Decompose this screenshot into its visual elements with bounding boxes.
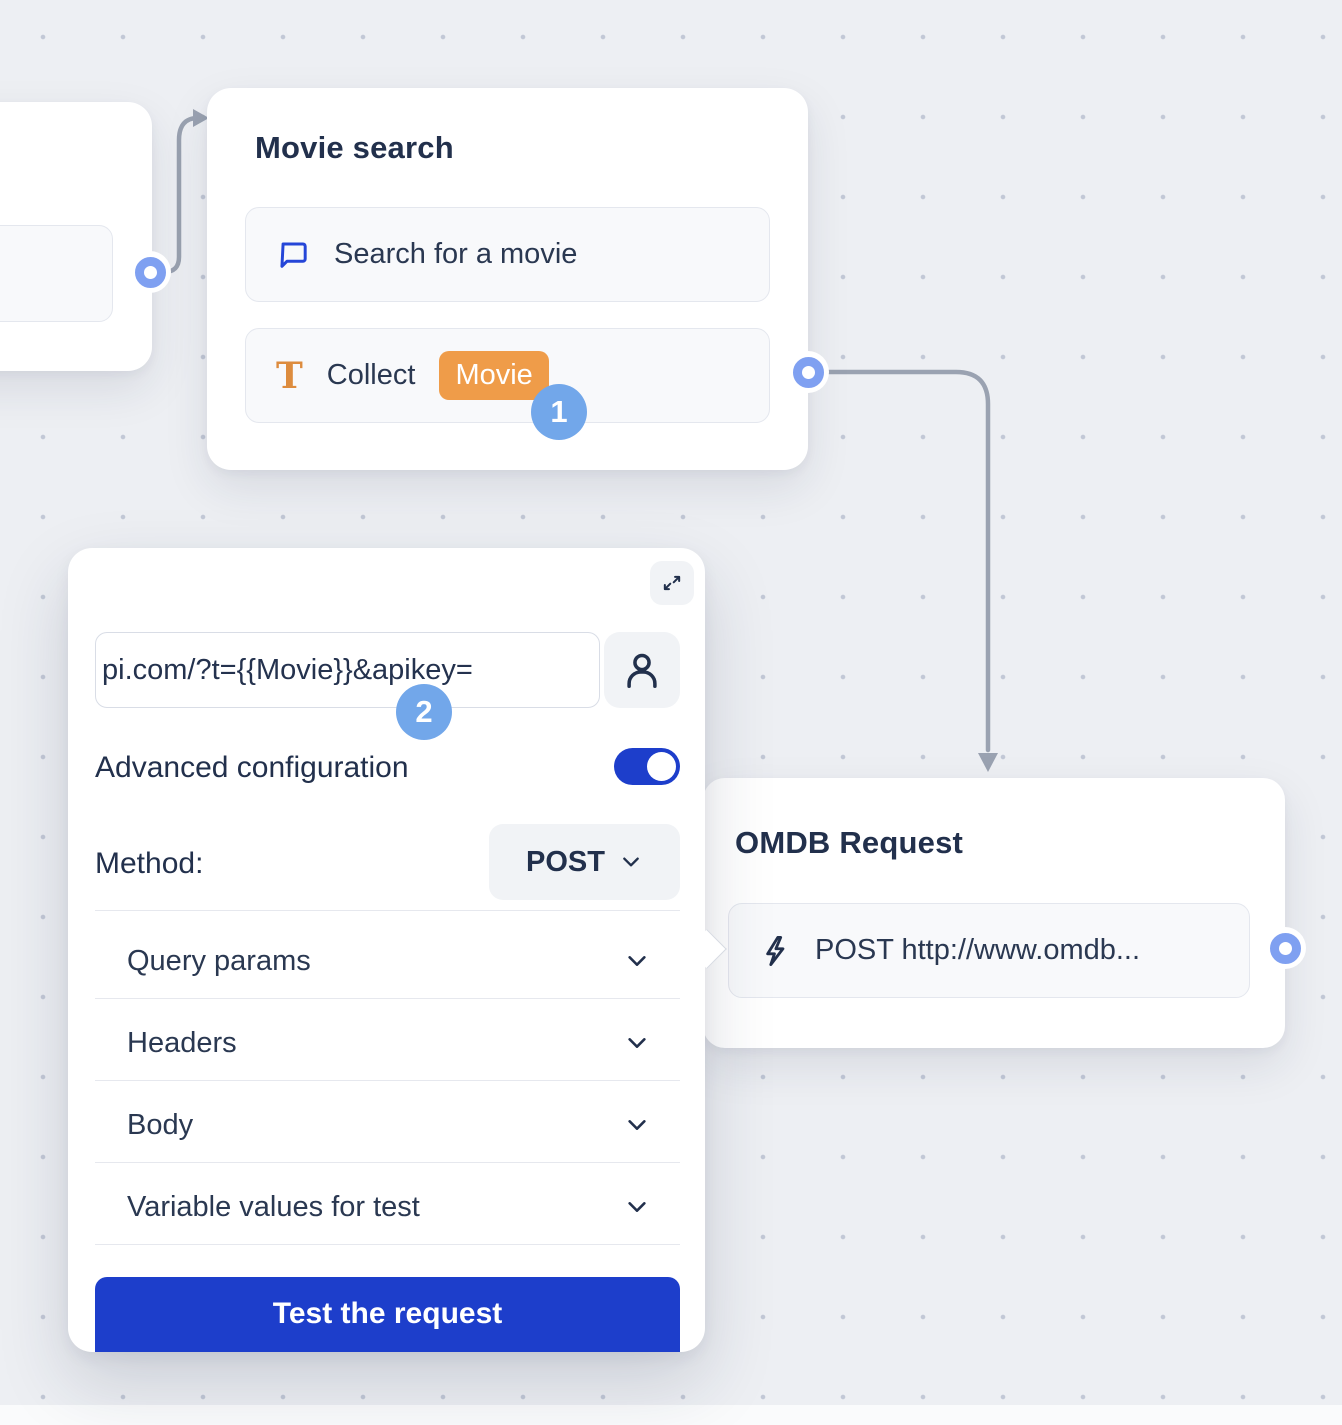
test-request-button[interactable]: Test the request — [95, 1277, 680, 1352]
divider — [95, 1244, 680, 1245]
output-port[interactable] — [1264, 927, 1306, 969]
expand-button[interactable] — [650, 561, 694, 605]
node-title: Movie search — [255, 130, 454, 165]
chevron-down-icon — [619, 852, 643, 872]
chevron-down-icon[interactable] — [624, 950, 650, 972]
method-select[interactable]: POST — [489, 824, 680, 900]
step-badge-1: 1 — [531, 384, 587, 440]
arrowhead-right-icon — [193, 109, 209, 127]
advanced-configuration-label: Advanced configuration — [95, 751, 409, 784]
chevron-down-icon[interactable] — [624, 1196, 650, 1218]
chevron-down-icon[interactable] — [624, 1032, 650, 1054]
url-input[interactable] — [95, 632, 600, 708]
section-body[interactable]: Body — [95, 1084, 680, 1166]
step-badge-2: 2 — [396, 684, 452, 740]
omdb-request-node[interactable]: OMDB Request POST http://www.omdb... — [703, 778, 1285, 1048]
message-step-label: Search for a movie — [334, 238, 578, 270]
divider — [95, 910, 680, 911]
section-headers[interactable]: Headers — [95, 1002, 680, 1084]
connector-movie-to-omdb — [815, 369, 991, 753]
webhook-step-label: POST http://www.omdb... — [815, 934, 1141, 966]
variable-chip[interactable]: Movie — [439, 351, 549, 400]
section-label: Query params — [127, 944, 311, 977]
movie-search-node[interactable]: Movie search Search for a movie T Collec… — [207, 88, 808, 470]
section-variable-values[interactable]: Variable values for test — [95, 1166, 680, 1248]
section-label: Body — [127, 1108, 194, 1141]
personal-data-button[interactable] — [604, 632, 680, 708]
expand-icon — [657, 568, 687, 598]
partial-node-item[interactable] — [0, 225, 113, 322]
chat-bubble-icon — [276, 238, 310, 272]
webhook-step[interactable]: POST http://www.omdb... — [728, 903, 1250, 998]
bottom-node-edge — [0, 1405, 1342, 1425]
arrowhead-down-icon — [978, 753, 998, 772]
divider — [95, 1162, 680, 1163]
message-step[interactable]: Search for a movie — [245, 207, 770, 302]
collect-step-label: Collect — [326, 359, 416, 391]
text-field-icon: T — [276, 354, 303, 397]
divider — [95, 1080, 680, 1081]
node-title: OMDB Request — [735, 825, 964, 860]
advanced-configuration-toggle[interactable] — [614, 748, 680, 785]
lightning-icon — [759, 934, 791, 968]
webhook-config-panel: Advanced configuration Method: POST Quer… — [68, 548, 705, 1352]
divider — [95, 998, 680, 999]
output-port[interactable] — [129, 251, 171, 293]
method-label: Method: — [95, 847, 204, 880]
person-icon — [623, 651, 661, 689]
connector-previous-to-movie — [149, 115, 202, 275]
chevron-down-icon[interactable] — [624, 1114, 650, 1136]
section-label: Headers — [127, 1026, 237, 1059]
section-label: Variable values for test — [127, 1190, 420, 1223]
toggle-knob — [647, 752, 676, 781]
output-port[interactable] — [787, 351, 829, 393]
section-query-params[interactable]: Query params — [95, 920, 680, 1002]
method-value: POST — [526, 845, 605, 878]
collect-step[interactable]: T Collect Movie — [245, 328, 770, 423]
